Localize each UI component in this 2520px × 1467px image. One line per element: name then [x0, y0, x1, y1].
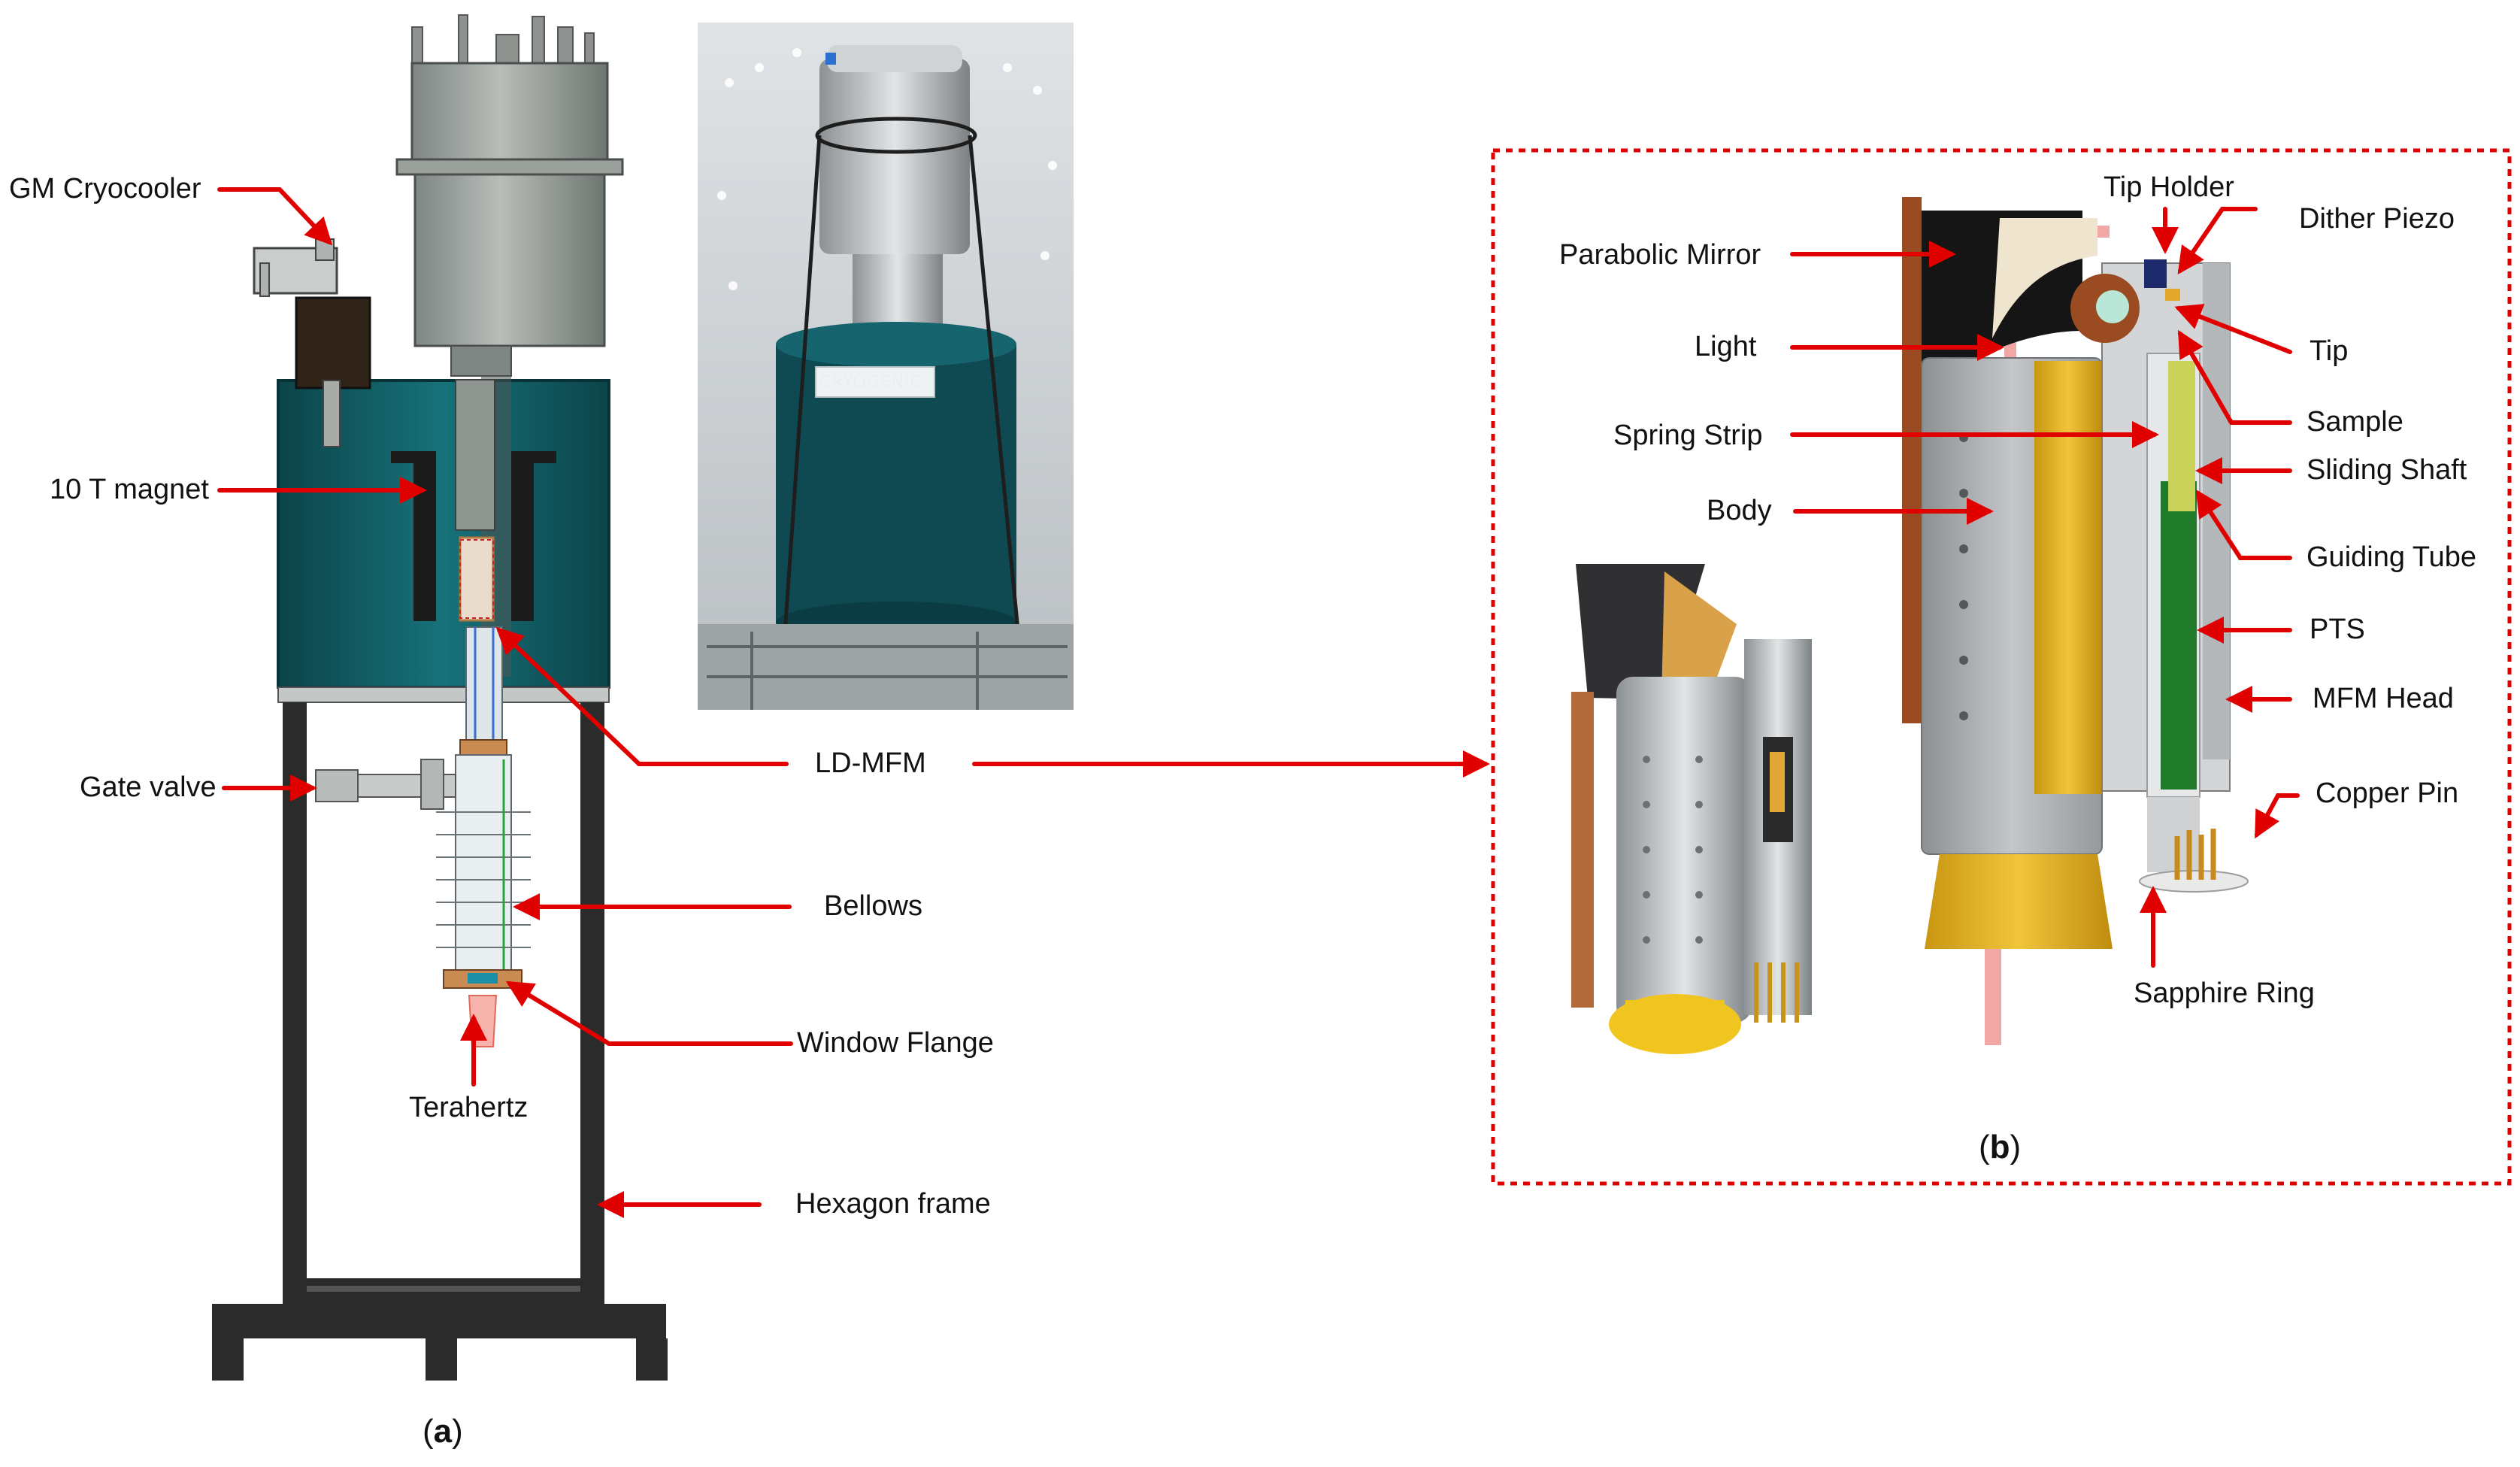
label-sample: Sample — [2306, 406, 2403, 438]
label-spring-strip: Spring Strip — [1613, 420, 1763, 451]
label-tip-holder: Tip Holder — [2104, 171, 2234, 203]
label-magnet: 10 T magnet — [50, 474, 209, 505]
label-terahertz: Terahertz — [409, 1092, 529, 1123]
subcaption-a-close: ) — [452, 1413, 463, 1450]
label-copper-pin: Copper Pin — [2316, 777, 2459, 809]
subcaption-b-open: ( — [1979, 1129, 1990, 1165]
label-sliding-shaft: Sliding Shaft — [2306, 454, 2467, 486]
label-parabolic-mirror: Parabolic Mirror — [1559, 239, 1761, 271]
photo-logo-text: CRYOGENIC — [819, 373, 923, 392]
label-bellows: Bellows — [824, 890, 922, 922]
label-mfm-head: MFM Head — [2313, 683, 2454, 714]
label-gm-cryocooler: GM Cryocooler — [9, 173, 201, 205]
label-light: Light — [1695, 331, 1757, 362]
subcaption-a-letter: a — [433, 1413, 453, 1450]
annotation-arrows — [217, 187, 2300, 1218]
label-hexagon-frame: Hexagon frame — [795, 1188, 991, 1220]
label-dither-piezo: Dither Piezo — [2299, 203, 2455, 235]
mfm-head-cad — [1902, 197, 2249, 1045]
detail-dashed-box — [1491, 148, 2512, 1186]
cryostat-photo — [698, 23, 1074, 710]
subcaption-b-letter: b — [1989, 1129, 2010, 1165]
subcaption-b-close: ) — [2010, 1129, 2022, 1165]
mfm-head-photo — [1571, 564, 1812, 1054]
cryostat-drawing — [212, 14, 668, 1381]
subcaption-b: (b) — [1979, 1131, 2021, 1164]
label-gate-valve: Gate valve — [80, 771, 217, 803]
label-window-flange: Window Flange — [797, 1027, 994, 1059]
label-body: Body — [1707, 495, 1772, 526]
subcaption-a: (a) — [423, 1415, 463, 1448]
subcaption-a-open: ( — [423, 1413, 434, 1450]
label-tip: Tip — [2309, 335, 2349, 367]
label-ld-mfm: LD-MFM — [815, 747, 926, 779]
label-pts: PTS — [2309, 614, 2365, 645]
label-sapphire-ring: Sapphire Ring — [2134, 977, 2315, 1009]
label-guiding-tube: Guiding Tube — [2306, 541, 2477, 573]
